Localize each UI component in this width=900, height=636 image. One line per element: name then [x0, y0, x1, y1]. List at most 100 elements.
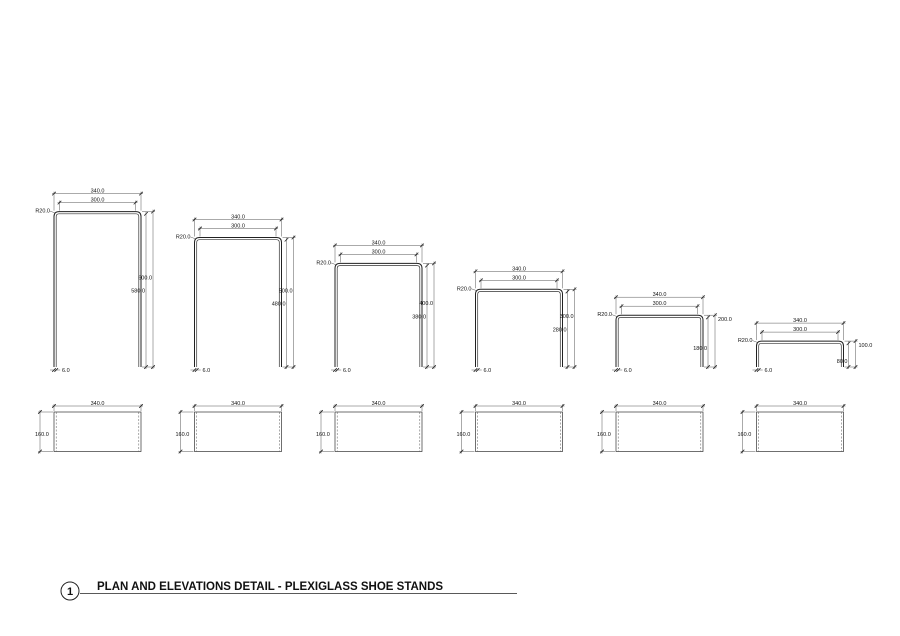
dimension-tick — [273, 226, 279, 231]
dimension-tick — [138, 191, 144, 196]
detail-number-circle — [60, 581, 80, 601]
dimension-tick — [192, 403, 197, 409]
stand-outer-edge — [194, 237, 282, 367]
dim-total-height: 100.0 — [859, 343, 873, 349]
dimension-tick — [459, 449, 464, 454]
dim-radius: R20.0 — [35, 209, 50, 215]
dim-inner-width: 300.0 — [231, 224, 245, 230]
dimension-tick — [37, 449, 43, 454]
stand-inner-edge — [196, 239, 280, 367]
radius-leader — [471, 288, 478, 292]
dim-inner-height: 580.0 — [131, 288, 145, 294]
dimension-tick — [133, 200, 138, 205]
dimension-tick — [414, 252, 419, 257]
dim-plan-depth: 160.0 — [597, 432, 611, 438]
dim-outer-width: 340.0 — [91, 189, 105, 195]
dimension-tick — [332, 367, 338, 373]
dim-radius: R20.0 — [176, 235, 191, 241]
dimension-tick — [613, 367, 619, 373]
dim-outer-width: 340.0 — [793, 318, 807, 324]
dim-outer-width: 340.0 — [372, 240, 386, 246]
dimension-tick — [754, 367, 759, 373]
radius-leader — [190, 236, 197, 240]
dim-thickness: 6.0 — [343, 368, 351, 374]
dimension-tick — [459, 409, 464, 415]
dim-outer-width: 340.0 — [653, 292, 667, 298]
dimension-tick — [705, 315, 711, 320]
dimension-tick — [178, 449, 183, 454]
dim-plan-width: 340.0 — [231, 401, 245, 407]
dimension-tick — [475, 367, 480, 373]
dim-thickness: 6.0 — [484, 368, 492, 374]
dimension-tick — [756, 367, 761, 373]
plan-outline — [756, 411, 844, 452]
dim-plan-width: 340.0 — [91, 401, 105, 407]
dimension-tick — [740, 449, 745, 454]
dim-inner-width: 300.0 — [372, 249, 386, 255]
dim-plan-depth: 160.0 — [35, 432, 49, 438]
dimension-tick — [754, 321, 759, 326]
dimension-tick — [759, 330, 765, 335]
dim-plan-width: 340.0 — [653, 401, 667, 407]
plan-outline — [53, 411, 142, 452]
dimension-tick — [51, 367, 57, 373]
dimension-tick — [332, 243, 338, 248]
dimension-tick — [695, 304, 700, 309]
stand-inner-edge — [758, 342, 842, 367]
dimension-tick — [284, 237, 289, 242]
dim-total-height: 500.0 — [279, 288, 293, 294]
title-block: 1 PLAN AND ELEVATIONS DETAIL - PLEXIGLAS… — [60, 581, 517, 601]
dim-radius: R20.0 — [738, 338, 753, 344]
dimension-tick — [318, 409, 324, 415]
dimension-tick — [197, 226, 203, 231]
dim-plan-depth: 160.0 — [457, 432, 471, 438]
dimension-tick — [178, 409, 183, 415]
dimension-tick — [700, 295, 706, 300]
dim-plan-depth: 160.0 — [316, 432, 330, 438]
dimension-tick — [332, 403, 338, 409]
dim-inner-height: 480.0 — [272, 301, 286, 307]
dim-inner-height: 80.0 — [837, 359, 848, 365]
dimension-tick — [419, 243, 425, 248]
dim-plan-depth: 160.0 — [738, 432, 752, 438]
radius-leader — [330, 262, 337, 266]
dimension-tick — [138, 403, 144, 409]
dimension-tick — [554, 278, 560, 283]
dim-inner-height: 180.0 — [693, 346, 707, 352]
dimension-tick — [473, 367, 478, 373]
dim-inner-width: 300.0 — [793, 327, 807, 333]
dim-total-height: 600.0 — [138, 275, 152, 281]
dimension-tick — [599, 409, 605, 415]
dim-thickness: 6.0 — [62, 368, 70, 374]
dim-total-height: 200.0 — [718, 317, 732, 323]
stand-outer-edge — [334, 262, 423, 367]
dimension-tick — [613, 295, 619, 300]
dim-radius: R20.0 — [597, 312, 612, 318]
dimension-tick — [192, 367, 197, 373]
stand-inner-edge — [55, 213, 140, 367]
stand-outer-edge — [756, 340, 844, 367]
dim-thickness: 6.0 — [624, 368, 632, 374]
dimension-tick — [478, 278, 484, 283]
detail-number: 1 — [67, 586, 73, 598]
dim-inner-width: 300.0 — [512, 275, 526, 281]
dimension-tick — [279, 217, 284, 222]
dimension-tick — [835, 330, 841, 335]
dim-total-height: 400.0 — [419, 301, 433, 307]
dimension-tick — [194, 367, 199, 373]
dimension-tick — [335, 367, 340, 373]
dimension-tick — [565, 289, 570, 294]
stand-outer-edge — [475, 288, 563, 367]
dim-outer-width: 340.0 — [231, 215, 245, 221]
dimension-tick — [51, 191, 57, 196]
dimension-tick — [473, 403, 478, 409]
dim-radius: R20.0 — [316, 260, 331, 266]
dim-total-height: 300.0 — [560, 314, 574, 320]
stands-layer: 340.0300.0R20.0580.0600.06.0340.0160.034… — [35, 189, 872, 454]
dimension-tick — [37, 409, 43, 415]
